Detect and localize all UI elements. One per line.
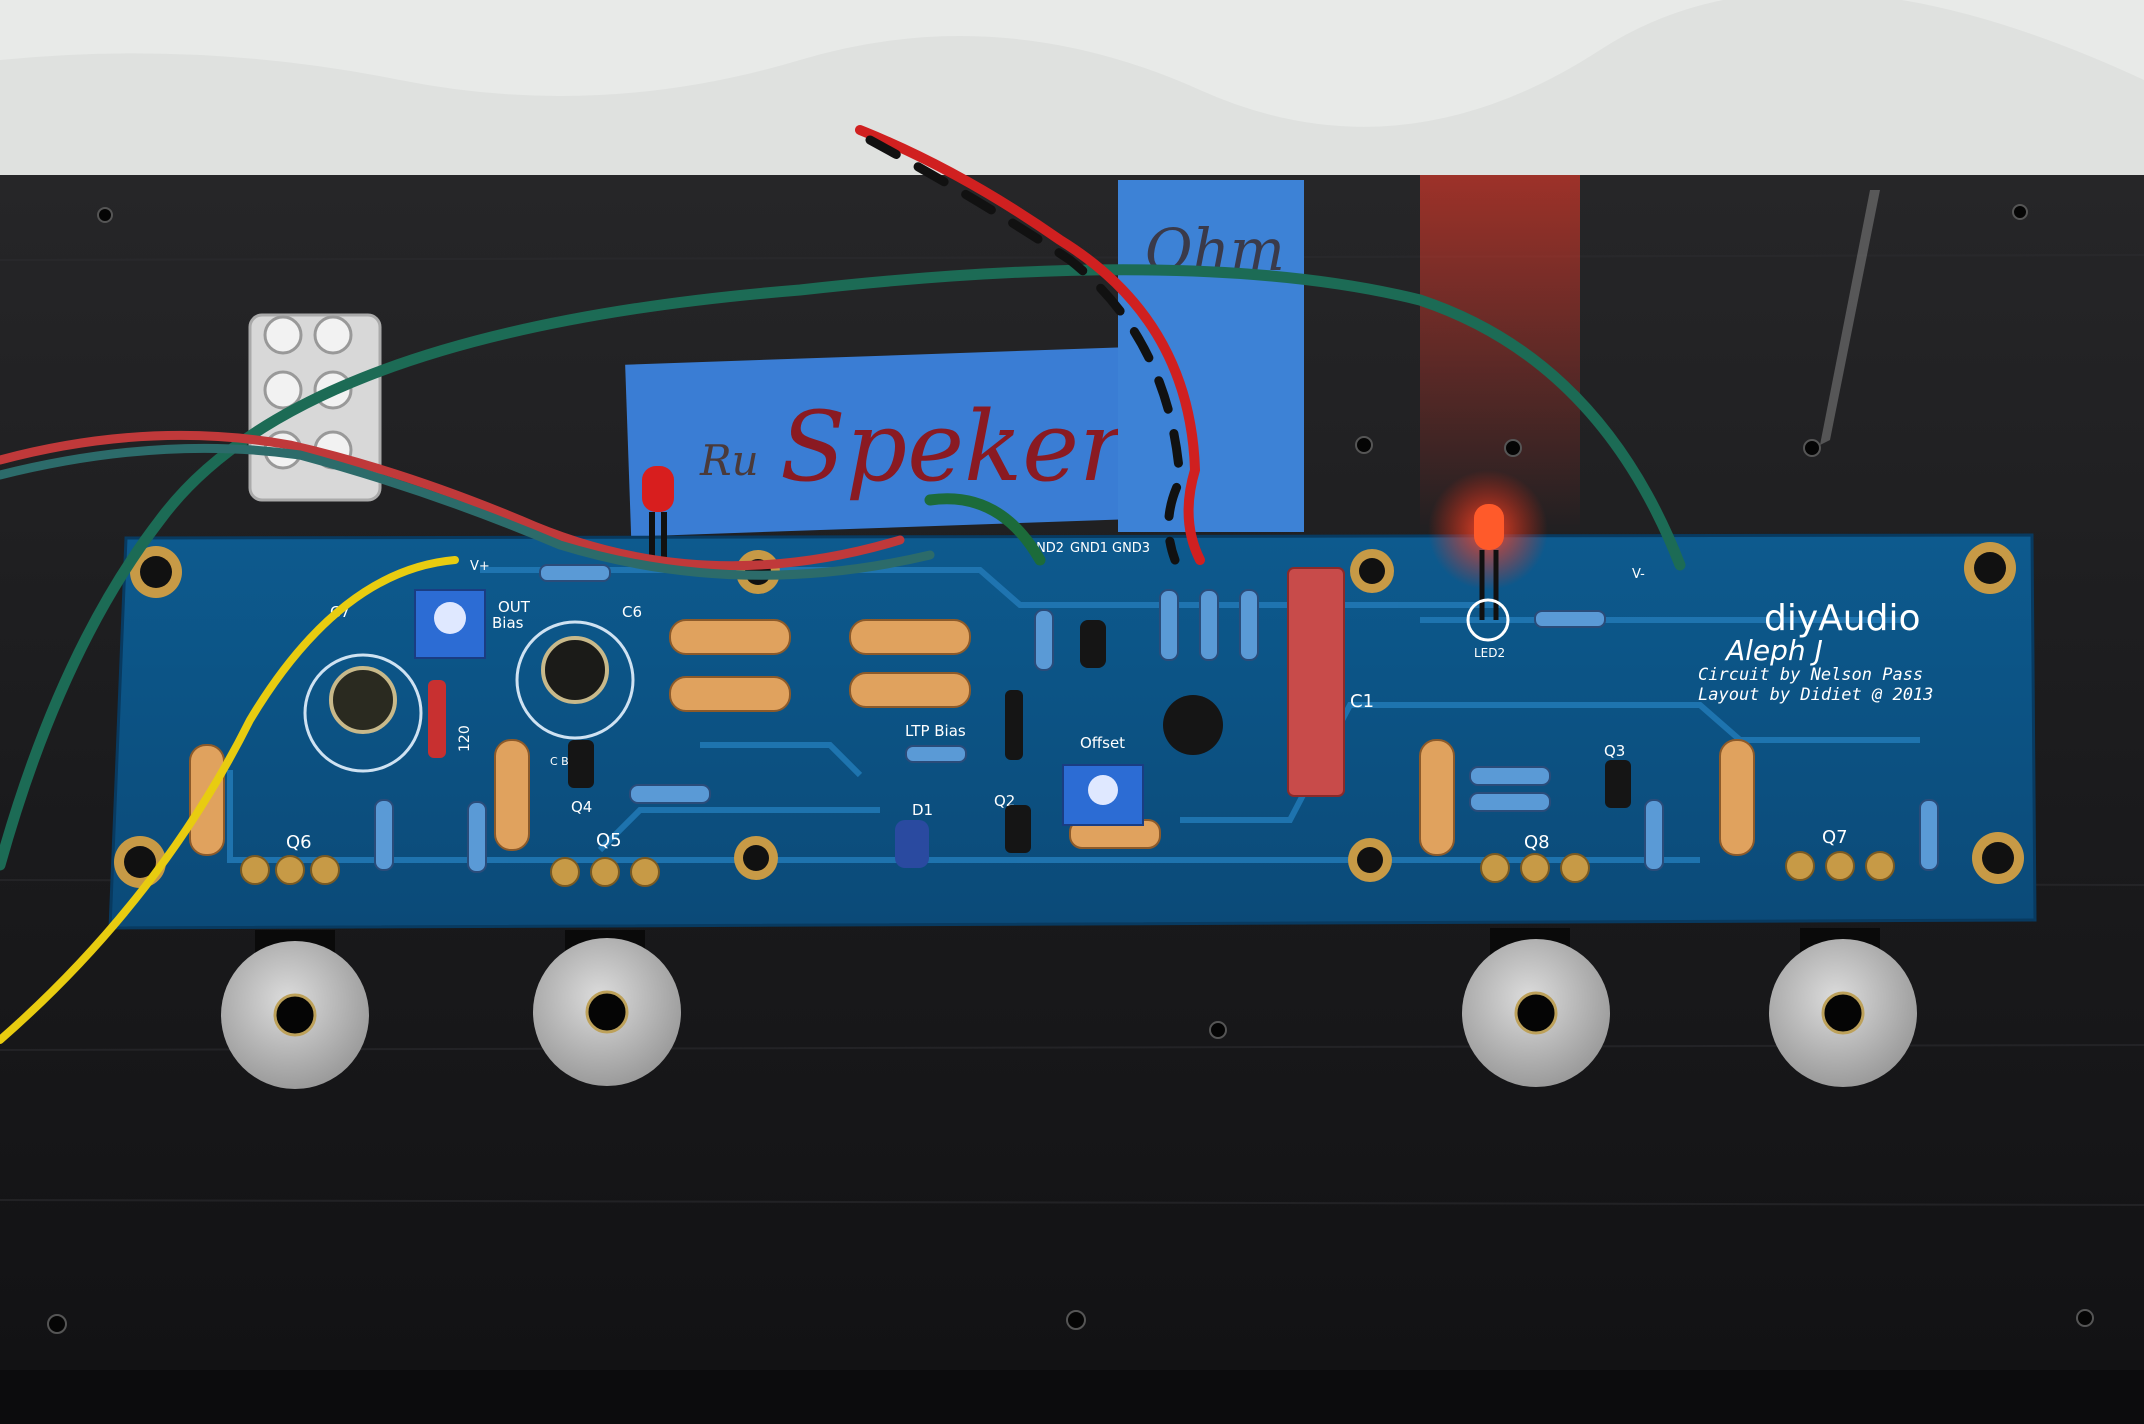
wire-red-black-twist (855, 125, 1205, 565)
tape-prefix-text: Ru (699, 436, 759, 485)
label-led2: LED2 (1474, 646, 1505, 660)
wire-green-short (924, 493, 1046, 566)
resistors-small (374, 564, 1939, 873)
label-q8: Q8 (1524, 832, 1550, 853)
wall-texture (0, 0, 2144, 185)
transistor-mount-q5 (533, 930, 681, 1086)
trimpot-offset (1062, 764, 1144, 826)
pcb-brand: diyAudio (1764, 598, 1920, 639)
heatsink-fins (0, 1370, 2144, 1424)
trimpot-out-bias (414, 589, 486, 659)
pcb-board: diyAudio Aleph J Circuit by Nelson Pass … (108, 533, 2037, 930)
label-bias: Bias (492, 614, 524, 632)
capacitor-electrolytic-2 (515, 620, 635, 740)
label-c6: C6 (622, 603, 642, 621)
label-gnd1: GND1 (1070, 541, 1108, 556)
led2-lit (1428, 470, 1548, 642)
label-120: 120 (457, 725, 473, 752)
label-gnd3: GND3 (1112, 541, 1150, 556)
tape-speaker-text: Speker (780, 391, 1130, 503)
label-vminus: V- (1632, 567, 1645, 582)
tape-speaker: Ru Speker (625, 347, 1130, 537)
label-ltp-bias: LTP Bias (905, 722, 966, 740)
resistors-large (189, 619, 1755, 856)
label-q5: Q5 (596, 830, 622, 851)
capacitor-electrolytic-1 (303, 653, 423, 773)
capacitor-electrolytic-3 (895, 820, 929, 868)
pcb-mounting-holes (114, 542, 2024, 888)
label-q3: Q3 (1604, 742, 1625, 760)
light-streak (1820, 190, 1880, 445)
label-q6: Q6 (286, 832, 312, 853)
transistor-mount-q7 (1769, 928, 1917, 1087)
pcb-credit-circuit: Circuit by Nelson Pass (1698, 665, 1923, 685)
output-pads (240, 851, 1895, 887)
transistor-mount-q8 (1462, 928, 1610, 1087)
label-q4: Q4 (571, 798, 592, 816)
label-offset: Offset (1080, 734, 1125, 752)
capacitor-red-small (428, 680, 446, 758)
transistor-mount-q6 (221, 930, 369, 1089)
led-red-left (642, 466, 674, 560)
label-out: OUT (498, 598, 531, 616)
wire-green-main (0, 264, 1686, 871)
label-vplus: V+ (470, 559, 490, 574)
transistors-small (568, 620, 1631, 853)
wire-yellow (0, 556, 459, 1044)
wire-red-green-pair (0, 430, 935, 580)
label-d1: D1 (912, 801, 933, 819)
pcb-model: Aleph J (1724, 634, 1823, 667)
capacitor-c1 (1287, 567, 1345, 797)
label-c1: C1 (1350, 691, 1374, 712)
heatsink-screws (47, 204, 2094, 1334)
pcb-credit-layout: Layout by Didiet @ 2013 (1698, 685, 1933, 705)
label-q7: Q7 (1822, 827, 1848, 848)
